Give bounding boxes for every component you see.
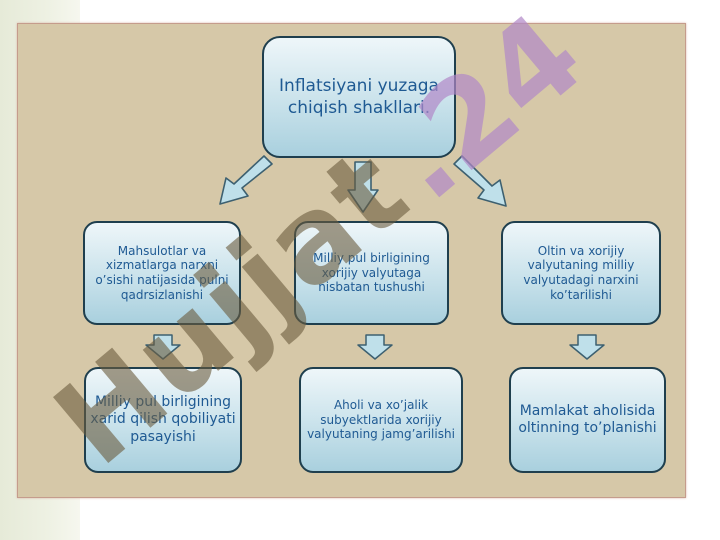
effect-text-2: Aholi va xo’jalik subyektlarida xorijiy … bbox=[307, 398, 455, 442]
effect-box-3: Mamlakat aholisida oltinning to’planishi bbox=[509, 367, 666, 473]
effect-text-1: Milliy pul birligining xarid qilish qobi… bbox=[90, 394, 236, 445]
cause-text-2: Milliy pul birligining xorijiy valyutaga… bbox=[313, 251, 430, 295]
effect-text-3: Mamlakat aholisida oltinning to’planishi bbox=[518, 402, 657, 436]
cause-box-2: Milliy pul birligining xorijiy valyutaga… bbox=[294, 221, 449, 325]
arrow-down-right-icon bbox=[453, 155, 507, 207]
arrow-down-2-icon bbox=[357, 334, 393, 360]
title-text: Inflatsiyani yuzaga chiqish shakllari. bbox=[279, 75, 439, 118]
effect-box-1: Milliy pul birligining xarid qilish qobi… bbox=[84, 367, 242, 473]
effect-box-2: Aholi va xo’jalik subyektlarida xorijiy … bbox=[299, 367, 463, 473]
title-box: Inflatsiyani yuzaga chiqish shakllari. bbox=[262, 36, 456, 158]
arrow-down-center-icon bbox=[347, 161, 379, 213]
arrow-down-left-icon bbox=[219, 155, 273, 205]
cause-text-3: Oltin va xorijiy valyutaning milliy valy… bbox=[523, 243, 639, 302]
arrow-down-1-icon bbox=[145, 334, 181, 360]
cause-box-1: Mahsulotlar va xizmatlarga narxni o’sish… bbox=[83, 221, 241, 325]
arrow-down-3-icon bbox=[569, 334, 605, 360]
cause-box-3: Oltin va xorijiy valyutaning milliy valy… bbox=[501, 221, 661, 325]
cause-text-1: Mahsulotlar va xizmatlarga narxni o’sish… bbox=[95, 243, 229, 302]
